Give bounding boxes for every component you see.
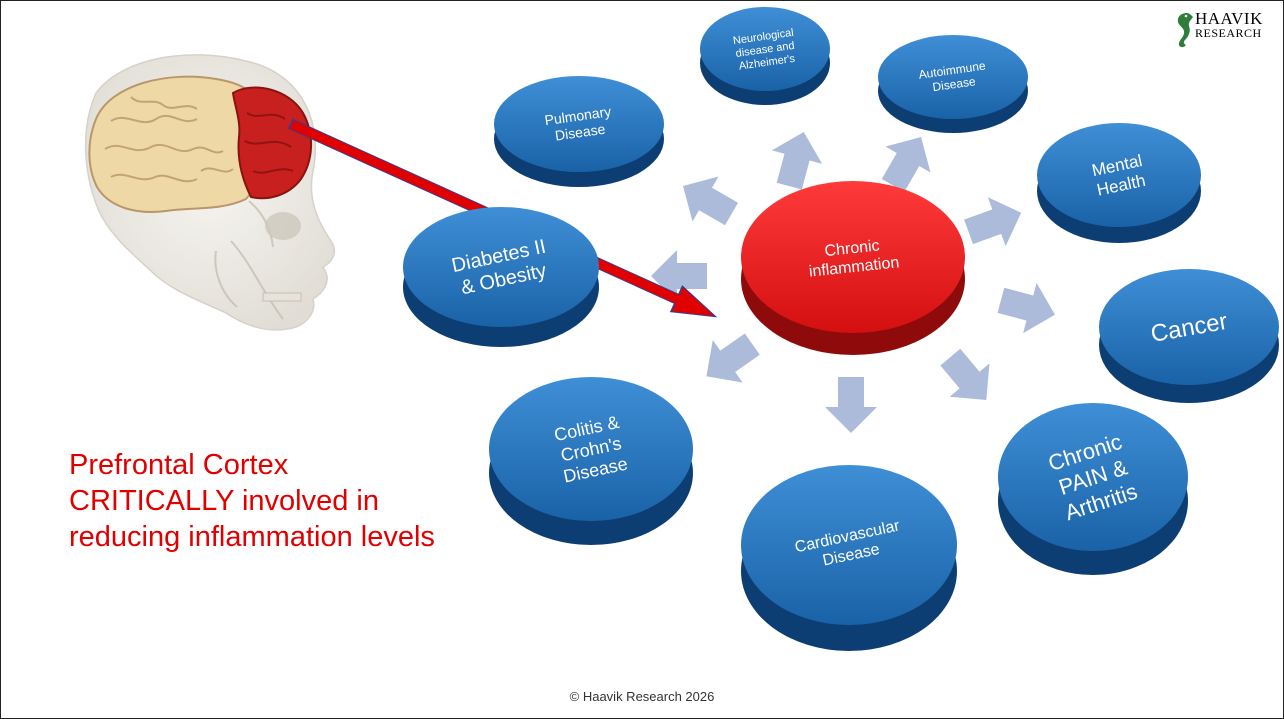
arrow-icon bbox=[997, 282, 1055, 334]
disc-center-chronic-inflammation: Chronicinflammation bbox=[741, 181, 965, 355]
disc-cardiovascular: CardiovascularDisease bbox=[741, 465, 957, 651]
brand-subtitle: RESEARCH bbox=[1195, 26, 1262, 40]
skull-jaw bbox=[214, 200, 284, 320]
node-discs: Neurologicaldisease andAlzheimer's Autoi… bbox=[403, 7, 1279, 651]
seahorse-logo-icon bbox=[1177, 13, 1193, 48]
footer-copyright: © Haavik Research 2026 bbox=[569, 689, 715, 704]
pulmonary-label: PulmonaryDisease bbox=[544, 103, 615, 145]
brain-folds bbox=[104, 96, 234, 183]
brand-logo: HAAVIK RESEARCH bbox=[1195, 10, 1263, 40]
disc-mental-health: MentalHealth bbox=[1037, 123, 1201, 243]
arrow-icon bbox=[706, 333, 760, 383]
disc-cancer: Cancer bbox=[1099, 269, 1279, 403]
arrow-icon bbox=[825, 377, 877, 433]
arrow-icon bbox=[964, 197, 1022, 247]
autoimmune-label-line: Disease bbox=[932, 74, 977, 94]
caption-line: Prefrontal Cortex bbox=[69, 449, 289, 481]
disc-neurological: Neurologicaldisease andAlzheimer's bbox=[700, 7, 830, 105]
center-label-line: Chronic bbox=[824, 237, 881, 260]
arrow-icon bbox=[881, 137, 931, 193]
disc-diabetes: Diabetes II& Obesity bbox=[403, 207, 599, 347]
disc-chronic-pain: ChronicPAIN &Arthritis bbox=[998, 403, 1188, 575]
disc-autoimmune: AutoimmuneDisease bbox=[878, 35, 1028, 133]
outward-arrows bbox=[651, 132, 1055, 433]
disc-pulmonary: PulmonaryDisease bbox=[494, 76, 664, 187]
brand-name: HAAVIK bbox=[1195, 9, 1263, 28]
arrow-icon bbox=[771, 132, 823, 190]
eye-socket bbox=[265, 212, 301, 240]
arrow-icon bbox=[683, 176, 739, 226]
pulmonary-label-line: Disease bbox=[554, 121, 607, 144]
cortex-folds bbox=[244, 112, 294, 174]
caption-line: CRITICALLY involved in bbox=[69, 485, 380, 517]
teeth bbox=[262, 292, 302, 302]
caption: Prefrontal Cortex CRITICALLY involved in… bbox=[69, 447, 529, 555]
caption-line: reducing inflammation levels bbox=[69, 521, 435, 553]
arrow-icon bbox=[940, 348, 990, 400]
disc-colitis: Colitis &Crohn'sDisease bbox=[489, 377, 693, 545]
brain-illustration bbox=[84, 54, 335, 331]
